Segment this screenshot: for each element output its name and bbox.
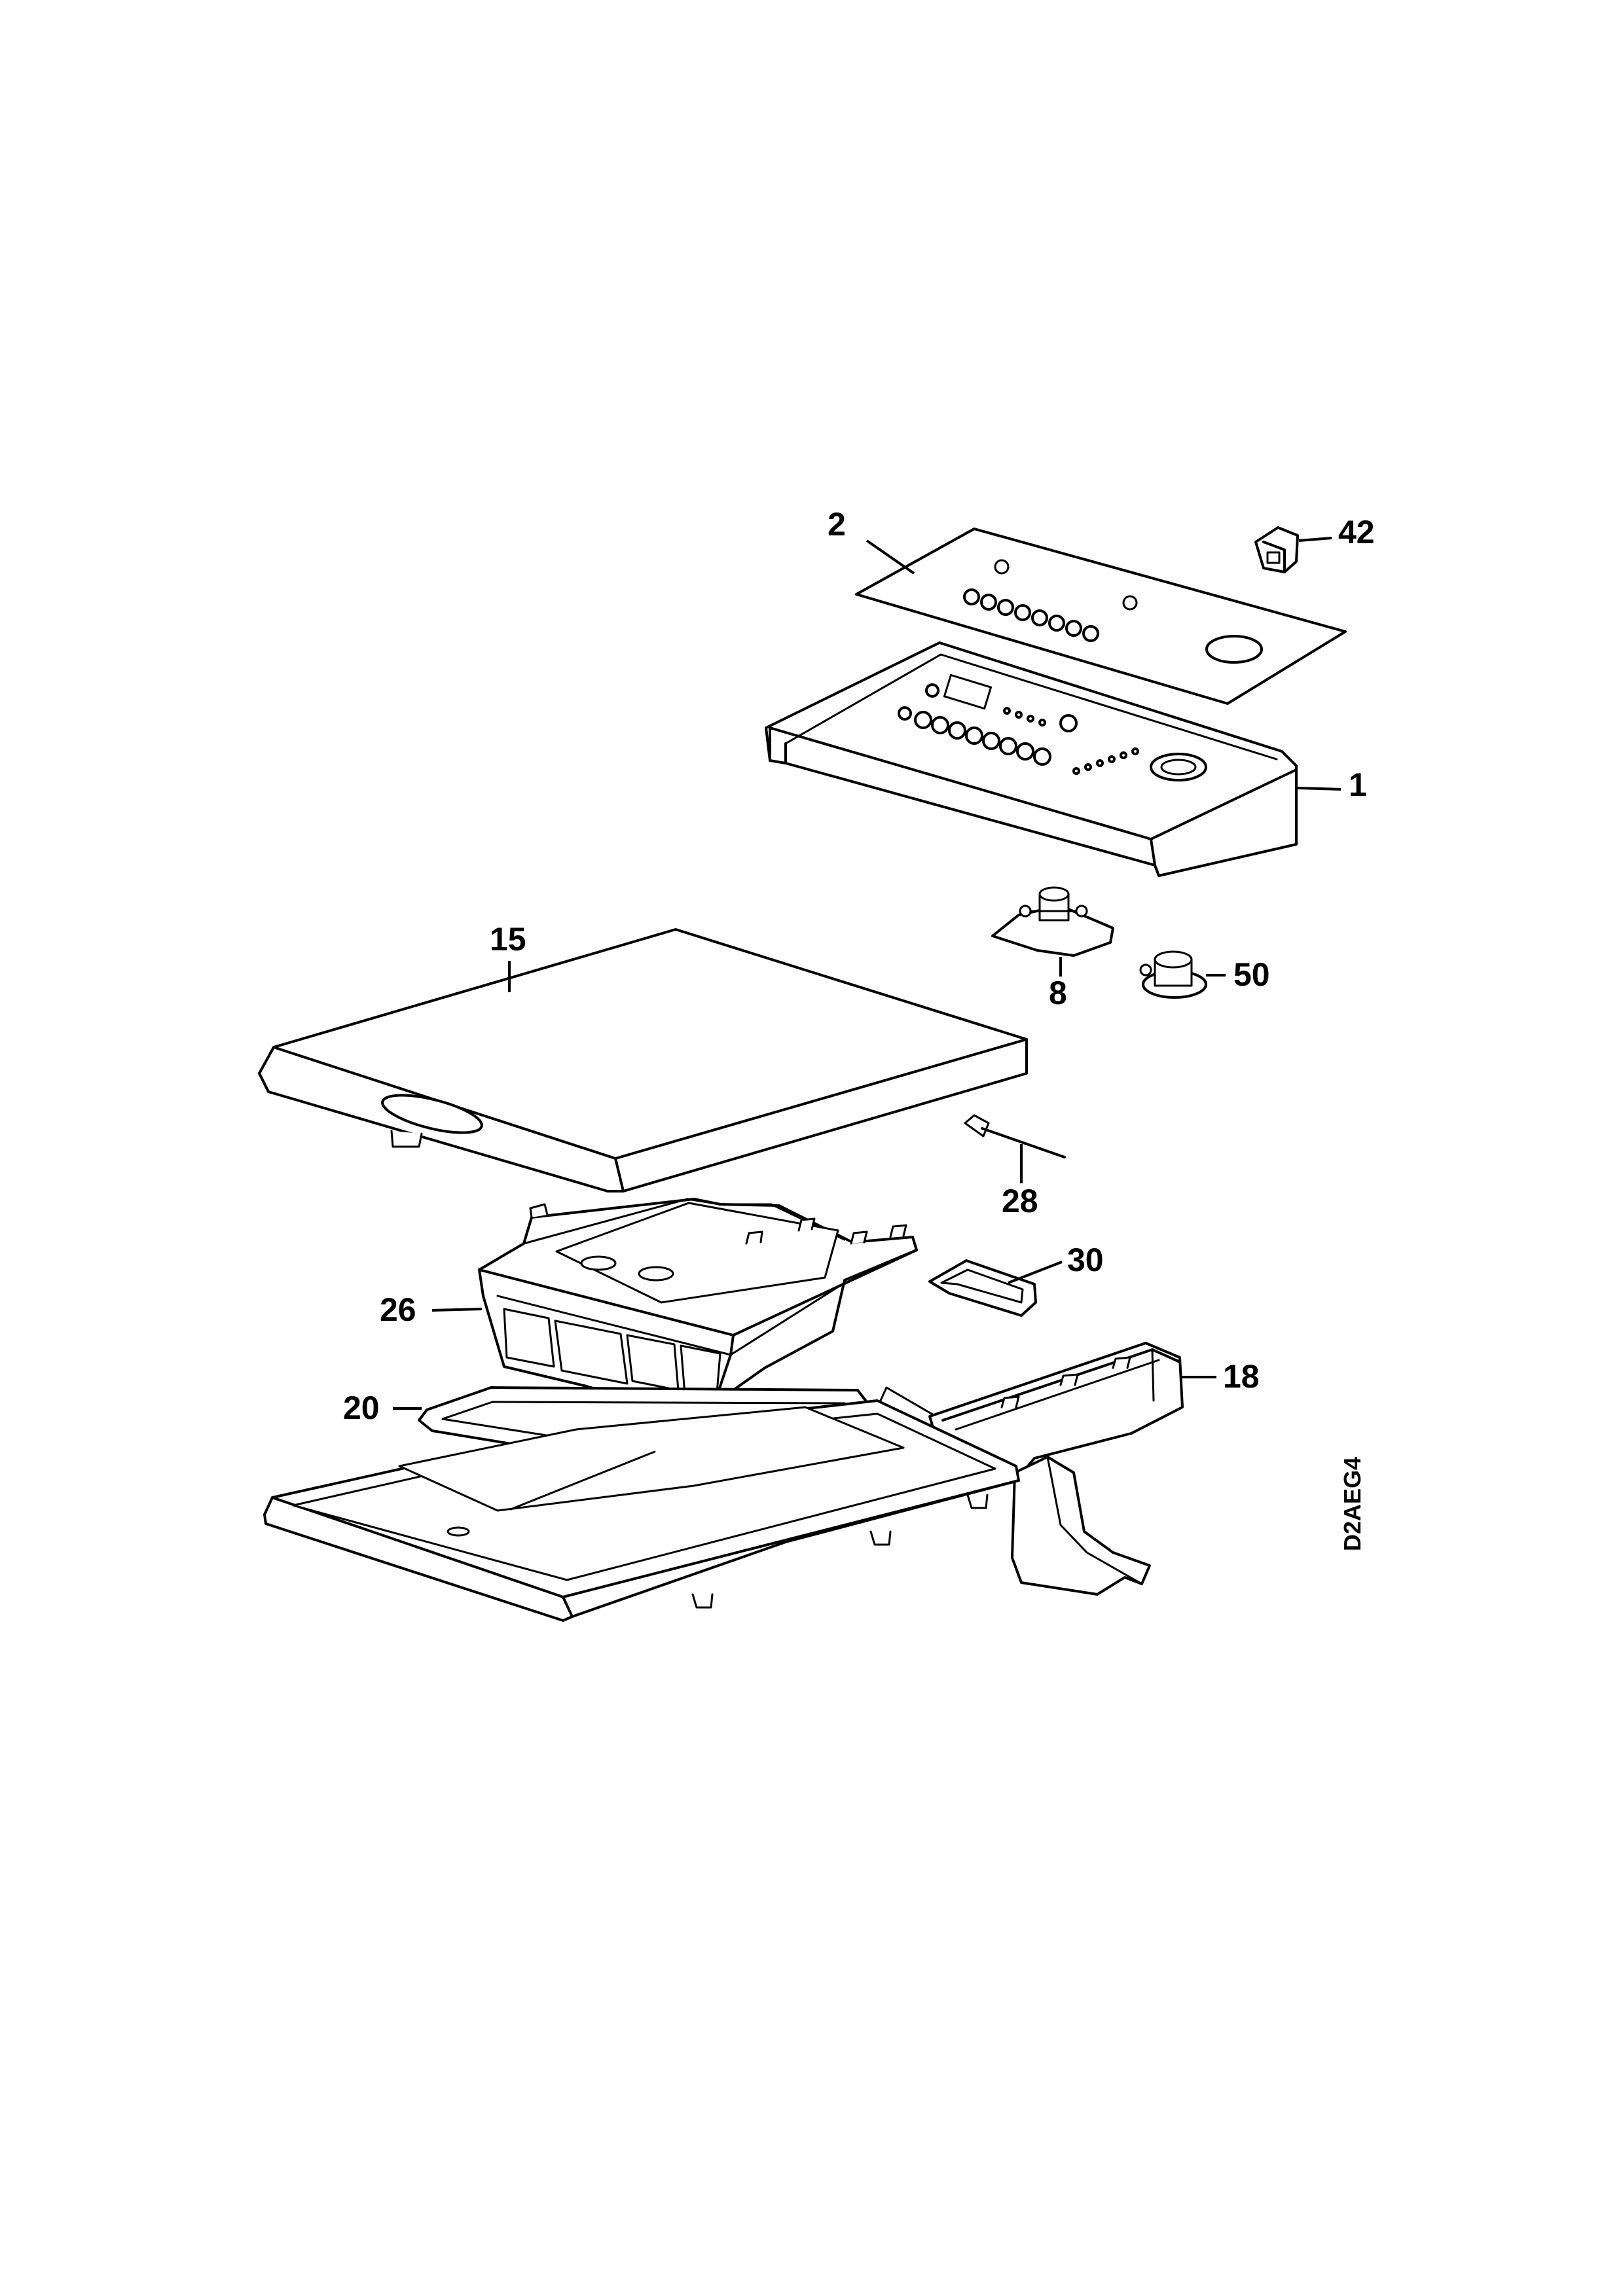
callout-labels: 2 42 1 15 8 50 28 26 30 18 20 <box>343 506 1375 1426</box>
callout-1: 1 <box>1349 766 1367 803</box>
sensor-part <box>1139 950 1207 999</box>
callout-20: 20 <box>343 1390 380 1426</box>
callout-15: 15 <box>490 921 526 958</box>
callout-50: 50 <box>1233 956 1270 993</box>
leader-1 <box>1297 787 1341 791</box>
callout-28: 28 <box>1002 1183 1038 1219</box>
callout-8: 8 <box>1049 975 1067 1011</box>
base-tray-part <box>263 1399 1020 1622</box>
callout-18: 18 <box>1223 1358 1260 1395</box>
leader-30 <box>1008 1261 1063 1284</box>
control-panel-housing-part <box>765 641 1298 877</box>
leader-2 <box>866 539 915 575</box>
knob-part <box>1254 526 1299 573</box>
control-panel-overlay-part <box>855 528 1347 705</box>
callout-42: 42 <box>1338 514 1375 550</box>
dispenser-housing-part <box>478 1198 918 1412</box>
inlet-support-part <box>879 1342 1184 1596</box>
leader-lines <box>393 537 1341 1410</box>
top-cover-part <box>258 928 1028 1193</box>
leader-42 <box>1298 537 1332 542</box>
drawing-code: D2AEG4 <box>1339 1457 1366 1551</box>
callout-26: 26 <box>380 1291 416 1328</box>
callout-30: 30 <box>1067 1242 1104 1278</box>
pin-part <box>964 1114 1066 1158</box>
leader-26 <box>431 1308 483 1312</box>
pressure-switch-part <box>991 886 1114 957</box>
callout-2: 2 <box>828 506 846 543</box>
gasket-ring-part <box>928 1259 1037 1317</box>
